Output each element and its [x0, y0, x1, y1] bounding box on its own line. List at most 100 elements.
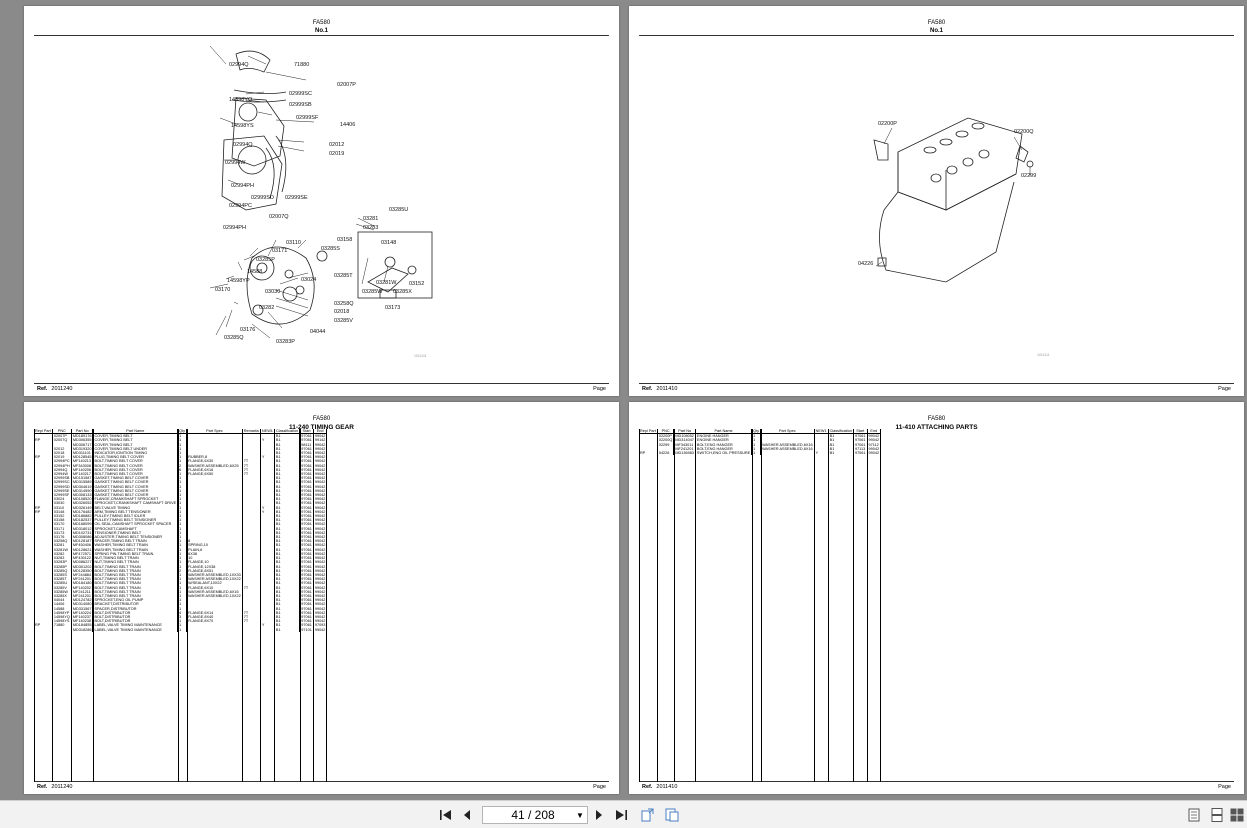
part-callout-label: 03173 — [385, 305, 400, 311]
page-model: FA580 — [927, 416, 946, 422]
table-cell: B1 — [273, 627, 300, 632]
fit-page-icon[interactable] — [664, 807, 680, 823]
part-callout-label: 02299 — [1021, 173, 1036, 179]
table-cell: 99042 — [312, 627, 327, 632]
table-cell: MD184855 — [70, 623, 93, 628]
table-cell: 97061 — [299, 438, 314, 443]
part-callout-label: 14406 — [340, 122, 355, 128]
part-callout-label: 04044 — [310, 329, 325, 335]
table-cell: MD314047 — [673, 438, 696, 443]
part-callout-label: 03285T — [334, 273, 353, 279]
part-callout-label: 03158 — [337, 237, 352, 243]
column-divider — [828, 429, 830, 782]
part-callout-label: 03285X — [393, 289, 412, 295]
part-callout-label: 03281 — [363, 216, 378, 222]
part-callout-label: 03024 — [301, 277, 316, 283]
ref-value: 2011410 — [656, 386, 678, 392]
column-header: Repl Part — [34, 429, 53, 435]
column-divider — [326, 429, 328, 782]
column-divider — [177, 429, 179, 782]
next-page-icon[interactable] — [591, 807, 607, 823]
header-rule — [639, 35, 1234, 36]
first-page-icon[interactable] — [438, 807, 454, 823]
footer-rule — [34, 383, 609, 384]
column-divider — [260, 429, 262, 782]
footer-rule — [639, 781, 1234, 782]
table-cell: LABEL,VALVE TIMING MAINTENANCE — [92, 627, 178, 632]
rotate-page-icon[interactable] — [640, 807, 656, 823]
column-divider — [52, 429, 54, 782]
table-cell: 1 — [177, 627, 187, 632]
part-callout-label: 02007P — [337, 82, 356, 88]
part-callout-label: 03283 — [363, 225, 378, 231]
table-cell: 99042 — [312, 602, 327, 607]
part-callout-label: 03110 — [286, 240, 301, 246]
table-cell: 99042 — [312, 581, 327, 586]
last-page-icon[interactable] — [613, 807, 629, 823]
ref-value: 2011410 — [656, 784, 678, 790]
part-callout-label: 02018 — [334, 309, 349, 315]
single-page-view-icon[interactable] — [1186, 807, 1202, 823]
column-divider — [880, 429, 882, 782]
two-page-view-icon[interactable] — [1229, 807, 1245, 823]
table-cell: MD306355 — [70, 438, 93, 443]
part-callout-label: 14598YQ — [229, 97, 253, 103]
page-label: Page — [593, 784, 606, 790]
table-cell: 99042 — [866, 451, 881, 456]
table-cell: WASHER ASSEMBLED,10X22 — [186, 593, 243, 599]
table-cell: MD314080 — [70, 602, 93, 607]
page-model: FA580 — [312, 20, 331, 26]
continuous-view-icon[interactable] — [1209, 807, 1225, 823]
prev-page-icon[interactable] — [459, 807, 475, 823]
column-divider — [639, 429, 640, 782]
table-cell: B1 — [827, 451, 854, 456]
part-callout-label: 03152 — [409, 281, 424, 287]
table-cell: 1 — [751, 451, 761, 456]
part-callout-label: 03281W — [376, 280, 397, 286]
column-divider — [92, 429, 94, 782]
ref-label: Ref.2011240 — [37, 386, 73, 392]
column-divider — [867, 429, 869, 782]
column-divider — [186, 429, 188, 782]
part-callout-label: 02994Q — [233, 142, 253, 148]
table-cell — [241, 627, 261, 632]
table-cell: 97093 — [312, 623, 327, 628]
table-cell: 99142 — [312, 438, 327, 443]
column-divider — [695, 429, 697, 782]
section-title: 11-410 ATTACHING PARTS — [895, 423, 978, 431]
column-divider — [299, 429, 301, 782]
part-callout-label: 02994PH — [223, 225, 246, 231]
page-sub: No.1 — [929, 27, 943, 34]
part-callout-label: 02994W — [225, 160, 246, 166]
page-number-select[interactable]: 41 / 208 ▼ — [482, 806, 588, 824]
page-label: Page — [593, 386, 606, 392]
page-label: Page — [1218, 386, 1231, 392]
diagram-artwork — [209, 45, 433, 339]
part-callout-label: 03258Q — [334, 301, 354, 307]
part-callout-label: 03030 — [265, 289, 280, 295]
